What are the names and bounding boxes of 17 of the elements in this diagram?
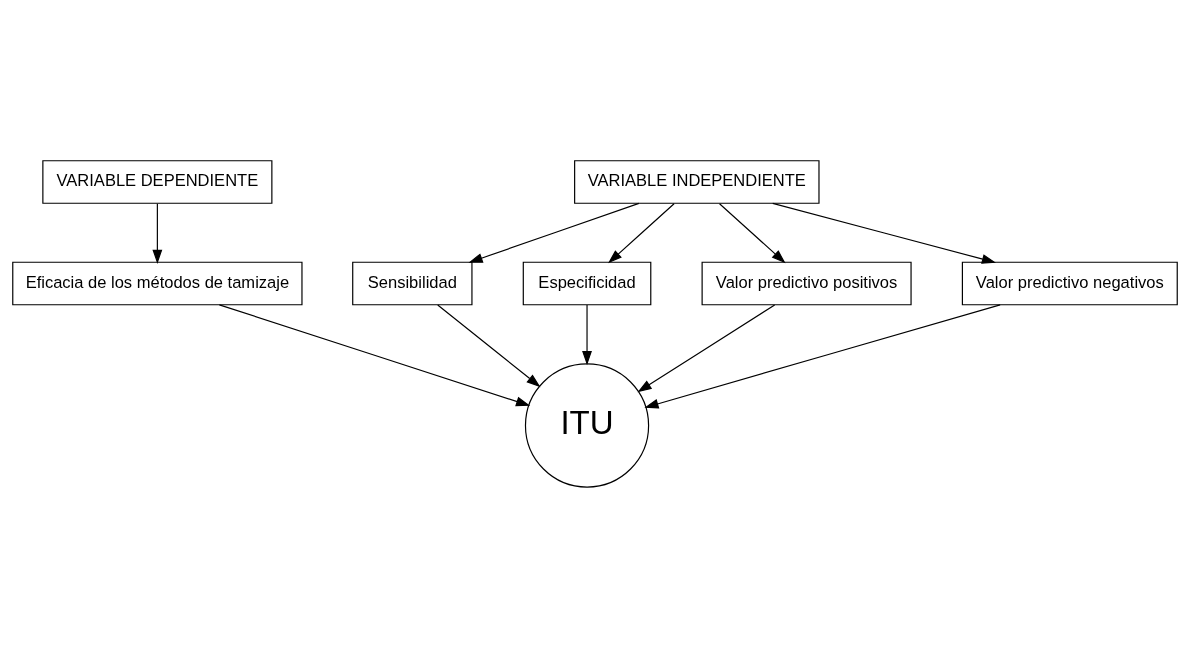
arrow: [468, 202, 640, 263]
node-box: VARIABLE INDEPENDIENTE: [574, 159, 820, 204]
arrow: [718, 202, 786, 263]
node-box: Valor predictivo positivos: [701, 261, 912, 305]
node-box: Eficacia de los métodos de tamizaje: [12, 261, 303, 305]
arrow: [437, 303, 541, 387]
arrow: [152, 202, 163, 264]
arrow: [582, 303, 592, 365]
node-box: Especificidad: [522, 261, 652, 305]
node-box: Sensibilidad: [352, 261, 473, 305]
node-box: VARIABLE DEPENDIENTE: [42, 159, 273, 204]
arrow: [637, 303, 776, 392]
arrow: [608, 202, 675, 263]
arrow: [644, 303, 1001, 409]
arrow: [772, 202, 997, 264]
node-box: Valor predictivo negativos: [961, 261, 1178, 305]
arrow: [218, 303, 531, 406]
